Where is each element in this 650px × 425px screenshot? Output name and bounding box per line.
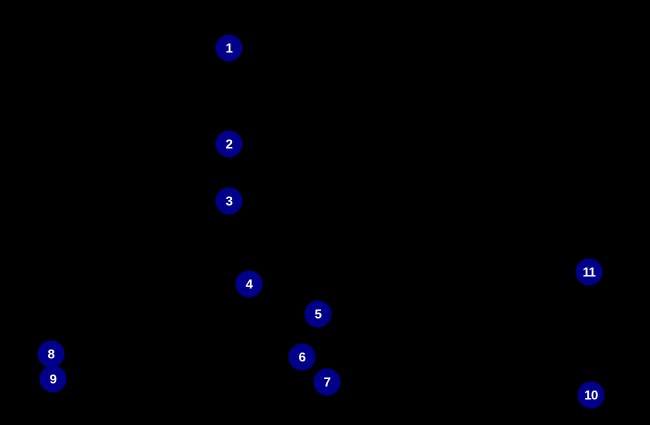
mark-badge[interactable]: 3 [215,187,243,215]
mark-number-label: 4 [245,276,253,292]
mark-badge[interactable]: 1 [215,34,243,62]
mark-number-label: 5 [314,306,322,322]
mark-badge[interactable]: 4 [235,270,263,298]
mark-number-label: 7 [323,374,331,390]
mark-badge[interactable]: 6 [288,343,316,371]
mark-number-label: 1 [225,40,233,56]
mark-badge[interactable]: 9 [39,365,67,393]
mark-number-label: 11 [582,264,596,280]
mark-number-label: 9 [49,371,57,387]
mark-number-label: 10 [584,387,598,403]
mark-badge[interactable]: 8 [37,340,65,368]
mark-badge[interactable]: 2 [215,130,243,158]
mark-badge[interactable]: 11 [575,258,603,286]
mark-badge[interactable]: 5 [304,300,332,328]
mark-number-label: 3 [225,193,233,209]
mark-number-label: 8 [47,346,55,362]
mark-number-label: 6 [298,349,306,365]
mark-number-label: 2 [225,136,233,152]
mark-badge[interactable]: 7 [313,368,341,396]
mark-badge[interactable]: 10 [577,381,605,409]
